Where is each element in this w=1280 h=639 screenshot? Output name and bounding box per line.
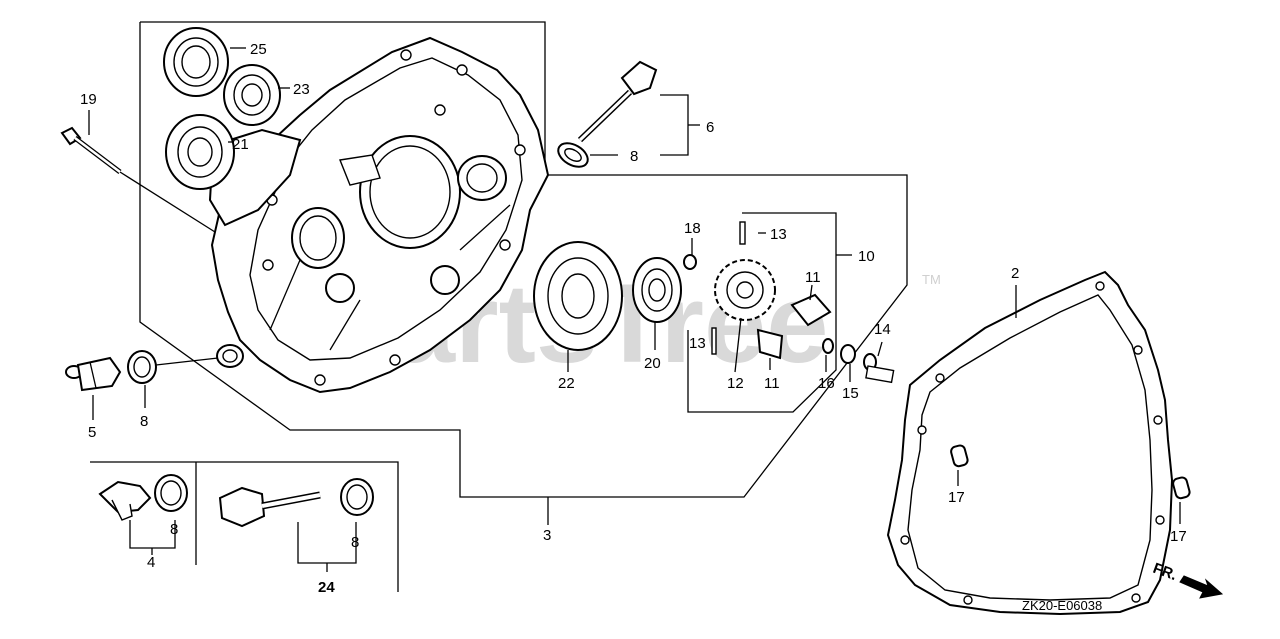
bolt-19[interactable] — [60, 126, 122, 174]
washer-16[interactable] — [822, 338, 834, 354]
callout-8-bottom-right: 8 — [351, 534, 359, 551]
washer-18[interactable] — [683, 254, 697, 270]
callout-10: 10 — [858, 248, 875, 265]
callout-4: 4 — [147, 554, 155, 571]
callout-8-bottom-left: 8 — [170, 521, 178, 538]
callout-6: 6 — [706, 119, 714, 136]
callout-8-top: 8 — [630, 148, 638, 165]
governor-weight-11-top[interactable] — [790, 293, 832, 327]
callout-24: 24 — [318, 579, 335, 596]
callout-12: 12 — [727, 375, 744, 392]
callout-18: 18 — [684, 220, 701, 237]
callout-3: 3 — [543, 527, 551, 544]
o-ring-8-bottom-left[interactable] — [154, 474, 188, 512]
bearing-20[interactable] — [632, 257, 682, 323]
callout-19: 19 — [80, 91, 97, 108]
washer-15[interactable] — [840, 344, 856, 364]
governor-gear-12[interactable] — [714, 259, 776, 321]
callout-5: 5 — [88, 424, 96, 441]
callout-21: 21 — [232, 136, 249, 153]
callout-8-left: 8 — [140, 413, 148, 430]
washer-8-left[interactable] — [127, 350, 157, 384]
group-outline-10 — [687, 212, 837, 413]
pin-13-top[interactable] — [739, 221, 746, 245]
o-ring-8-top[interactable] — [554, 138, 592, 171]
callout-11-lower: 11 — [764, 375, 780, 392]
bearing-23[interactable] — [223, 64, 281, 126]
callout-17-left: 17 — [948, 489, 965, 506]
callout-15: 15 — [842, 385, 859, 402]
callout-22: 22 — [558, 375, 575, 392]
callout-17-right: 17 — [1170, 528, 1187, 545]
leader-line — [155, 357, 219, 366]
case-cover-part[interactable] — [208, 36, 550, 394]
bearing-22[interactable] — [533, 241, 623, 351]
callout-13-top: 13 — [770, 226, 787, 243]
watermark-trademark: TM — [922, 272, 941, 287]
governor-weight-11-lower[interactable] — [756, 328, 784, 360]
callout-11-top: 11 — [805, 269, 821, 286]
bottom-group-divider — [90, 461, 399, 592]
o-ring-8-bottom-right[interactable] — [340, 478, 374, 516]
bracket-24 — [297, 522, 357, 564]
oil-seal-25[interactable] — [163, 27, 229, 97]
oil-level-gauge-24[interactable] — [218, 486, 321, 528]
bracket-4 — [129, 520, 176, 549]
oil-filler-cap-4[interactable] — [98, 480, 152, 521]
callout-25: 25 — [250, 41, 267, 58]
pin-13-lower[interactable] — [711, 327, 717, 355]
gasket-2[interactable] — [886, 270, 1174, 616]
callout-14: 14 — [874, 321, 891, 338]
shaft-14[interactable] — [863, 353, 895, 384]
group-outline-3 — [139, 21, 908, 498]
callout-23: 23 — [293, 81, 310, 98]
dowel-pin-17-right[interactable] — [1172, 476, 1191, 500]
callout-2: 2 — [1011, 265, 1019, 282]
diagram-code: ZK20-E06038 — [1022, 598, 1102, 613]
callout-16: 16 — [818, 375, 835, 392]
bearing-21[interactable] — [165, 114, 235, 190]
drain-plug-5[interactable] — [65, 356, 122, 392]
callout-13-lower: 13 — [689, 335, 706, 352]
oil-level-gauge-6[interactable] — [577, 60, 658, 143]
dowel-pin-17-left[interactable] — [950, 444, 969, 468]
bracket-6 — [660, 94, 689, 156]
callout-20: 20 — [644, 355, 661, 372]
front-direction-arrow — [1179, 575, 1224, 599]
